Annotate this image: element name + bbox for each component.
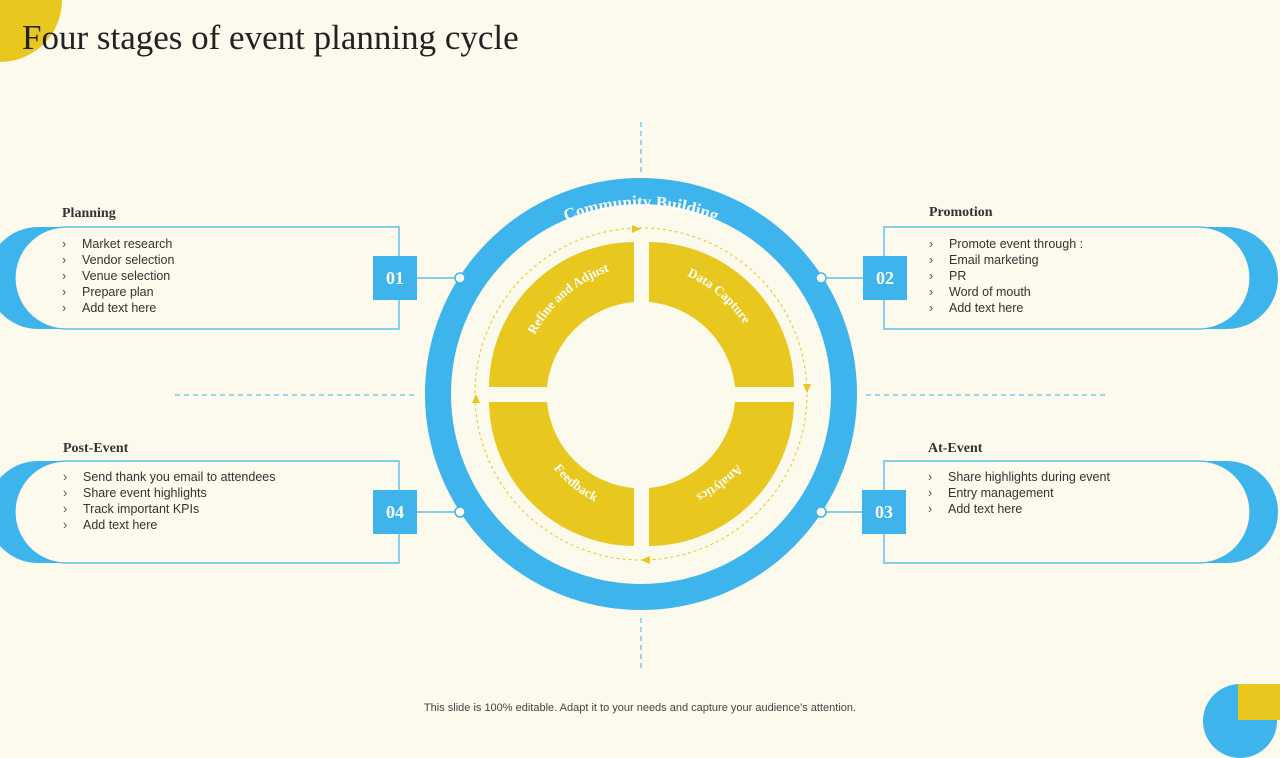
chevron-right-icon: ›	[928, 486, 933, 500]
card-frame-planning	[14, 226, 400, 330]
cycle-arrow-right	[803, 384, 811, 393]
stage-list-at-event: ›Share highlights during event ›Entry ma…	[928, 469, 1110, 517]
cycle-diagram: Community Building Refine and Adjust Dat…	[0, 122, 1278, 668]
card-frame-post-event	[14, 460, 400, 564]
stage-number-04: 04	[373, 490, 417, 534]
chevron-right-icon: ›	[62, 253, 67, 267]
chevron-right-icon: ›	[63, 486, 68, 500]
cycle-arrow-left	[472, 394, 480, 403]
list-item: ›Word of mouth	[929, 285, 1031, 299]
card-shapes	[0, 226, 1278, 564]
chevron-right-icon: ›	[929, 285, 934, 299]
chevron-right-icon: ›	[62, 285, 67, 299]
connector-dot-03	[815, 506, 827, 518]
stage-number-01: 01	[373, 256, 417, 300]
list-item: ›Share event highlights	[63, 486, 207, 500]
chevron-right-icon: ›	[62, 301, 67, 315]
stage-list-post-event: ›Send thank you email to attendees ›Shar…	[63, 469, 276, 533]
list-item: ›Email marketing	[929, 253, 1039, 267]
list-item: ›Entry management	[928, 486, 1054, 500]
segment-data-capture	[649, 242, 794, 387]
connector-dot-02	[815, 272, 827, 284]
cycle-arrow-top	[632, 225, 641, 233]
list-item: ›Market research	[62, 237, 173, 251]
chevron-right-icon: ›	[63, 470, 68, 484]
list-item: ›Share highlights during event	[928, 470, 1110, 484]
chevron-right-icon: ›	[62, 237, 67, 251]
list-item: ›Track important KPIs	[63, 502, 200, 516]
list-item: ›Promote event through :	[929, 237, 1084, 251]
stage-heading-planning: Planning	[62, 206, 116, 221]
card-accent-planning	[0, 227, 66, 329]
list-item: ›Add text here	[62, 301, 157, 315]
chevron-right-icon: ›	[63, 518, 68, 532]
list-item: ›Add text here	[928, 502, 1023, 516]
stage-heading-post-event: Post-Event	[63, 441, 129, 456]
card-accent-at-event	[1199, 461, 1278, 563]
card-accent-promotion	[1199, 227, 1278, 329]
stage-number-03: 03	[862, 490, 906, 534]
list-item: ›Prepare plan	[62, 285, 154, 299]
connector-dot-04	[454, 506, 466, 518]
card-frame-promotion	[883, 226, 1251, 330]
segment-analytics	[649, 402, 794, 546]
card-frame-at-event	[883, 460, 1251, 564]
chevron-right-icon: ›	[929, 237, 934, 251]
chevron-right-icon: ›	[929, 301, 934, 315]
list-item: ›Vendor selection	[62, 253, 175, 267]
chevron-right-icon: ›	[62, 269, 67, 283]
cycle-arrow-bottom	[641, 556, 650, 564]
inner-dashed-cycle	[474, 227, 808, 561]
connector-dot-01	[454, 272, 466, 284]
list-item: ›PR	[929, 269, 967, 283]
chevron-right-icon: ›	[929, 253, 934, 267]
segment-feedback	[489, 402, 634, 546]
segments	[489, 242, 794, 546]
stage-heading-promotion: Promotion	[929, 205, 993, 220]
chevron-right-icon: ›	[929, 269, 934, 283]
stage-list-promotion: ›Promote event through : ›Email marketin…	[929, 236, 1083, 316]
stage-heading-at-event: At-Event	[928, 441, 983, 456]
list-item: ›Venue selection	[62, 269, 171, 283]
chevron-right-icon: ›	[928, 502, 933, 516]
footer-note: This slide is 100% editable. Adapt it to…	[423, 702, 857, 714]
segment-refine-and-adjust	[489, 242, 634, 387]
list-item: ›Add text here	[929, 301, 1024, 315]
stage-list-planning: ›Market research ›Vendor selection ›Venu…	[62, 236, 174, 316]
list-item: ›Send thank you email to attendees	[63, 470, 276, 484]
guide-lines	[175, 122, 1106, 668]
stage-number-02: 02	[863, 256, 907, 300]
chevron-right-icon: ›	[63, 502, 68, 516]
list-item: ›Add text here	[63, 518, 158, 532]
outer-ring	[425, 178, 857, 610]
chevron-right-icon: ›	[928, 470, 933, 484]
corner-decoration-yellow-square	[1238, 684, 1280, 720]
card-accent-post-event	[0, 461, 66, 563]
page-title: Four stages of event planning cycle	[22, 18, 519, 57]
